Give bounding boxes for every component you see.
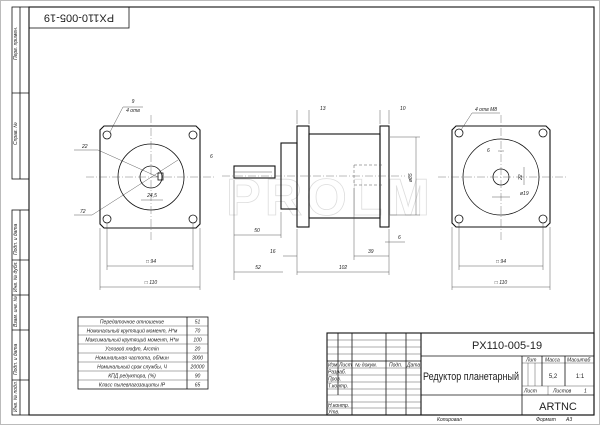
title-code: PX110-005-19 — [472, 340, 542, 352]
dim-dia-19: ø19 — [520, 191, 529, 197]
spec-label: Класс пылевлагозащиты IP — [99, 383, 166, 389]
spec-value: 65 — [195, 383, 201, 389]
copied-label: Копировал — [437, 417, 462, 423]
dim-hole-dia: 9 — [132, 99, 135, 105]
role-checker: Пров. — [328, 377, 341, 383]
dim-39: 39 — [368, 249, 374, 255]
format-value: А3 — [565, 417, 572, 423]
sidebar-label: Инв. № дубл. — [13, 261, 19, 292]
dim-10: 10 — [400, 106, 406, 112]
spec-label: Передаточное отношение — [100, 320, 164, 326]
dim-13: 13 — [320, 106, 326, 112]
sidebar-label: Справ. № — [13, 122, 19, 145]
title-name: Редуктор планетарный — [423, 371, 519, 383]
sheets-value: 1 — [584, 389, 587, 395]
dim-square-94: □ 94 — [146, 259, 156, 265]
spec-value: 100 — [193, 338, 202, 344]
lit-label: Лит — [525, 358, 536, 364]
mass-value: 5,2 — [549, 374, 558, 380]
spec-label: Максимальный крутящий момент, Н*м — [85, 337, 179, 344]
dim-hole-count: 4 отв — [126, 108, 140, 114]
spec-label: Номинальная частота, об/мин — [95, 356, 169, 362]
dim-24-5: 24,5 — [146, 193, 157, 199]
header-izm: Изм — [328, 363, 338, 369]
spec-label: КПД редуктора, (%) — [108, 374, 156, 380]
dim-square-94: □ 94 — [496, 259, 506, 265]
mass-label: Масса — [545, 358, 560, 364]
sidebar-label: Подп. и дата — [13, 343, 19, 375]
title-stamp-rotated: PX110-005-19 — [28, 6, 130, 29]
company-name: ARTNC — [539, 401, 577, 413]
title-block: PX110-005-19 Редуктор планетарный Изм Ли… — [326, 332, 595, 423]
header-list: Лист — [338, 363, 352, 369]
left-sidebar: Перв. примен. Справ. № Подп. и дата Инв.… — [11, 6, 30, 416]
spec-value: 90 — [195, 374, 201, 380]
sidebar-label: Инв. № подл. — [13, 381, 19, 412]
scale-label: Масштаб — [567, 358, 591, 364]
format-label: Формат — [536, 417, 556, 423]
dim-square-110: □ 110 — [145, 280, 158, 286]
spec-value: 3000 — [192, 356, 203, 362]
spec-value: 70 — [195, 329, 201, 335]
dim-50: 50 — [254, 228, 260, 234]
role-developer: Разраб. — [328, 370, 346, 376]
spec-value: 20 — [194, 347, 201, 353]
spec-label: Номинальный срок службы, Ч — [97, 364, 167, 371]
dim-key: 6 — [210, 154, 213, 160]
scale-value: 1:1 — [576, 374, 585, 380]
dim-key-6: 6 — [487, 148, 490, 154]
dim-square-110: □ 110 — [495, 280, 508, 286]
dim-dia-72: 72 — [80, 209, 86, 215]
spec-value: 51 — [195, 320, 201, 326]
spec-value: 20000 — [190, 365, 205, 371]
sidebar-label: Перв. примен. — [13, 27, 19, 60]
front-view: 9 4 отв 22 72 6 24,5 □ 94 □ 110 — [74, 99, 216, 290]
dim-16: 16 — [270, 249, 276, 255]
header-doc: № докум. — [355, 363, 377, 369]
sheets-label: Листов — [552, 389, 572, 395]
role-tech-control: Т.контр. — [328, 384, 348, 390]
spec-label: Угловой люфт, Arcmin — [105, 346, 159, 353]
spec-label: Номинальный крутящий момент, Н*м — [87, 328, 178, 335]
dim-dia-22: 22 — [81, 144, 88, 150]
sidebar-label: Взам. инв. № — [13, 295, 19, 327]
role-approved: Утв. — [328, 410, 339, 416]
dim-6: 6 — [398, 235, 401, 241]
dim-holes-m8: 4 отв М8 — [475, 107, 497, 113]
header-date: Дата — [406, 363, 420, 369]
rear-view: 4 отв М8 6 22 ø19 □ 94 □ 110 — [438, 107, 568, 290]
sheet-label: Лист — [523, 389, 537, 395]
role-norm-control: Н.контр. — [328, 403, 349, 409]
dim-52: 52 — [255, 265, 261, 271]
dim-102: 102 — [339, 265, 348, 271]
side-view: 13 10 ø85 50 16 52 102 39 6 — [222, 106, 420, 280]
sidebar-label: Подп. и дата — [13, 223, 19, 255]
dim-22: 22 — [518, 174, 524, 181]
header-sign: Подп. — [389, 363, 402, 369]
stamp-code: PX110-005-19 — [44, 12, 114, 24]
dim-dia-85: ø85 — [408, 173, 414, 182]
